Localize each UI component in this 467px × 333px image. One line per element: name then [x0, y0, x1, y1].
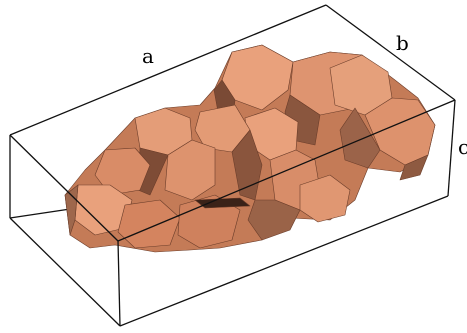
- axis-label-a: a: [142, 46, 154, 66]
- axis-label-b: b: [396, 33, 409, 53]
- axis-label-c: c: [458, 137, 467, 157]
- grain-cluster: [65, 45, 435, 252]
- grain-shadow: [195, 198, 250, 208]
